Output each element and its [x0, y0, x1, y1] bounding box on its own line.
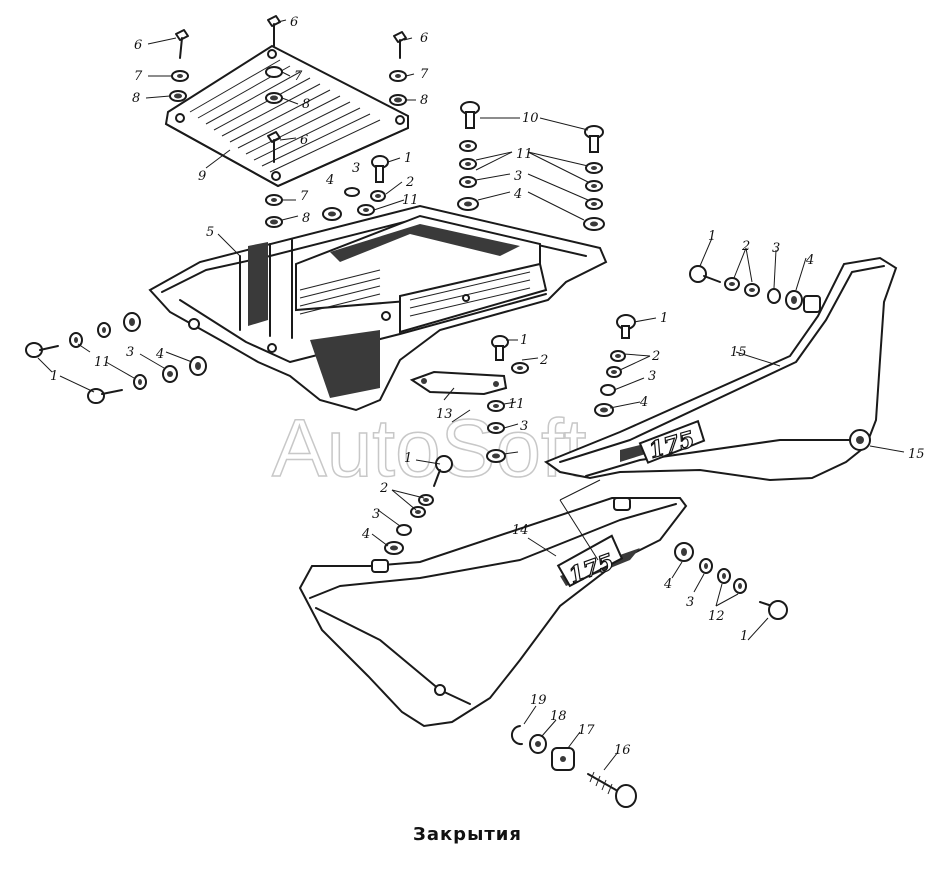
fastener-stack-middle [486, 335, 529, 463]
label-15: 16 [614, 743, 631, 758]
label-13: 14 [512, 523, 529, 538]
label-3: 3 [352, 161, 360, 176]
fastener-row-lower-right [674, 542, 788, 620]
label-6: 6 [290, 15, 298, 30]
cover-plate [164, 44, 409, 188]
label-1: 1 [708, 229, 716, 244]
label-1: 1 [520, 333, 528, 348]
label-2: 2 [741, 239, 750, 254]
label-4: 4 [513, 187, 522, 202]
label-18: 19 [530, 693, 547, 708]
label-7: 7 [420, 67, 429, 82]
label-2: 2 [379, 481, 388, 496]
label-3: 3 [372, 507, 380, 522]
label-4: 4 [663, 577, 672, 592]
label-3: 3 [648, 369, 656, 384]
label-11: 11 [508, 397, 525, 412]
label-8: 8 [302, 97, 310, 112]
side-panel-13: 175 [298, 497, 688, 728]
side-panel-14: 175 [543, 256, 898, 482]
label-1: 1 [50, 369, 58, 384]
label-17: 18 [550, 709, 567, 724]
bolt-stack-tray [322, 155, 389, 221]
label-3: 3 [686, 595, 694, 610]
label-3: 3 [514, 169, 522, 184]
label-2: 2 [539, 353, 548, 368]
fastener-row-right [689, 265, 803, 310]
label-3: 3 [772, 241, 780, 256]
fastener-stack-panel13 [384, 455, 453, 555]
fastener-stack-right [389, 31, 407, 106]
fastener-stack-left [169, 29, 189, 102]
label-1: 1 [404, 451, 412, 466]
label-7: 7 [134, 69, 143, 84]
watermark: AutoSoft [272, 403, 587, 494]
label-11: 11 [402, 193, 419, 208]
label-10: 10 [522, 111, 539, 126]
label-6: 6 [420, 31, 428, 46]
label-8: 8 [420, 93, 428, 108]
label-1: 1 [740, 629, 748, 644]
label-14: 15 [730, 345, 747, 360]
label-2: 12 [708, 609, 725, 624]
fastener-stack-bottom [511, 725, 637, 808]
label-3: 3 [520, 419, 528, 434]
label-4: 4 [805, 253, 814, 268]
label-6: 6 [300, 133, 308, 148]
label-1: 1 [404, 151, 412, 166]
label-2: 2 [651, 349, 660, 364]
label-4: 4 [325, 173, 334, 188]
bolt-stack-10 [457, 101, 605, 231]
label-7: 7 [300, 189, 309, 204]
label-5: 5 [206, 225, 214, 240]
fastener-stack-panel14 [594, 314, 636, 417]
label-11: 11 [94, 355, 111, 370]
reference-numbers: 6 6 6 6 7 7 7 7 8 8 8 8 9 5 10 11 11 11 … [50, 15, 925, 758]
label-3: 3 [126, 345, 134, 360]
label-8: 8 [132, 91, 140, 106]
battery-tray [148, 204, 608, 412]
label-7: 7 [294, 69, 303, 84]
label-9: 9 [198, 169, 206, 184]
label-15: 15 [908, 447, 925, 462]
label-2: 2 [405, 175, 414, 190]
bolt-stack-left [25, 312, 207, 404]
label-6: 6 [134, 38, 142, 53]
leader-lines [37, 19, 905, 771]
bracket-12 [409, 370, 508, 396]
label-4: 4 [361, 527, 370, 542]
label-16: 17 [578, 723, 595, 738]
label-11: 11 [516, 147, 533, 162]
label-1: 1 [660, 311, 668, 326]
badge-lower: 175 [556, 534, 624, 590]
label-4: 4 [155, 347, 164, 362]
label-12: 13 [436, 407, 453, 422]
diagram-caption: Закрытия [413, 824, 522, 845]
label-8: 8 [302, 211, 310, 226]
label-4: 4 [639, 395, 648, 410]
